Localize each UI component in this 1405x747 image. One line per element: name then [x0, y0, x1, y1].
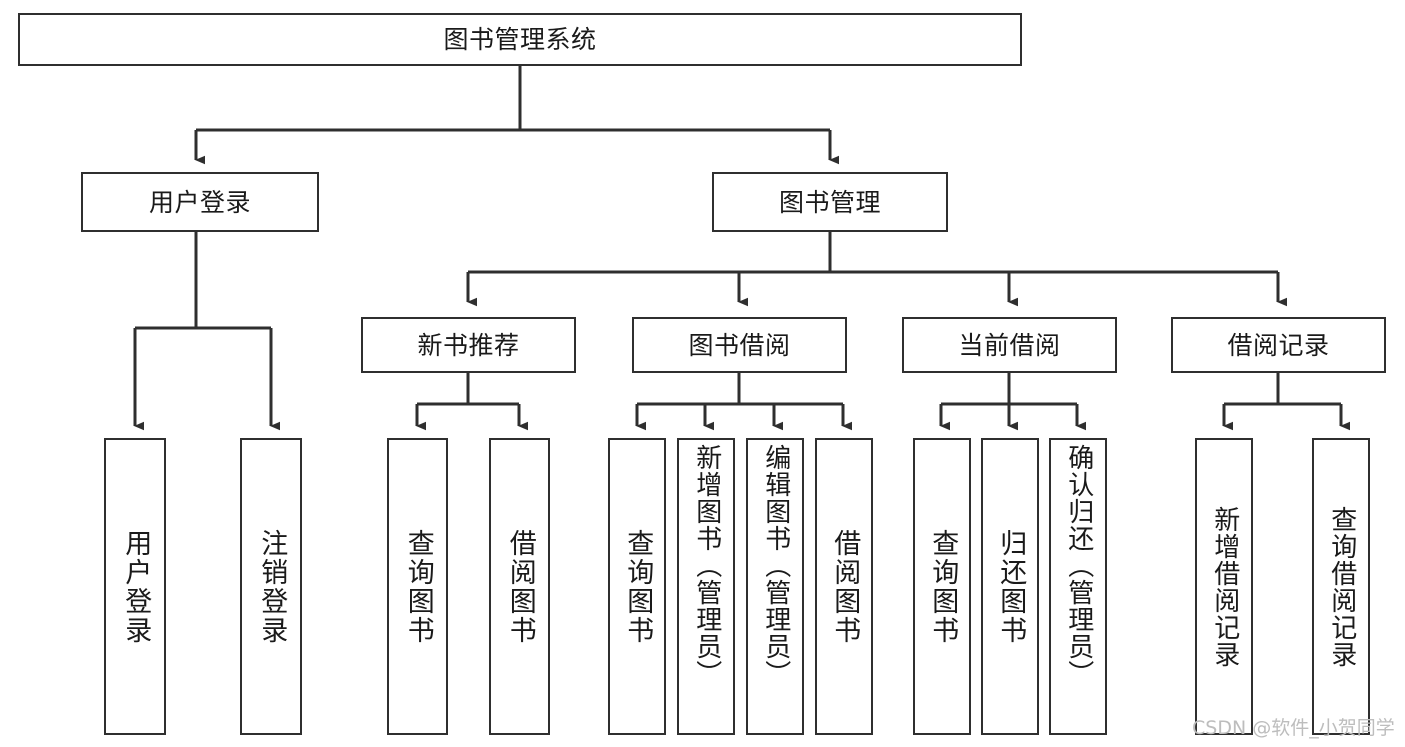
- node-current-borrow-label: 当前借阅: [958, 330, 1061, 360]
- node-leaf-user-login-label: 用户登录: [120, 528, 152, 645]
- node-book-management[interactable]: 图书管理: [712, 172, 948, 232]
- node-book-borrow-label: 图书借阅: [688, 330, 791, 360]
- node-leaf-bb-edit-book-label: 编辑图书（管理员）: [760, 444, 791, 687]
- node-book-management-label: 图书管理: [778, 187, 881, 217]
- node-leaf-bb-borrow-book[interactable]: 借阅图书: [815, 438, 873, 735]
- node-leaf-bb-query-book-label: 查询图书: [622, 528, 654, 645]
- node-leaf-bb-query-book[interactable]: 查询图书: [608, 438, 666, 735]
- node-leaf-cb-query-book-label: 查询图书: [927, 528, 959, 645]
- node-user-login-label: 用户登录: [148, 187, 251, 217]
- node-leaf-bb-add-book-label: 新增图书（管理员）: [691, 444, 722, 687]
- node-leaf-br-add-record[interactable]: 新增借阅记录: [1195, 438, 1253, 735]
- node-leaf-br-query-record[interactable]: 查询借阅记录: [1312, 438, 1370, 735]
- node-leaf-rec-query-book-label: 查询图书: [402, 528, 434, 645]
- node-leaf-cb-return-book-label: 归还图书: [995, 528, 1027, 645]
- node-borrow-record[interactable]: 借阅记录: [1171, 317, 1386, 373]
- node-leaf-user-login[interactable]: 用户登录: [104, 438, 166, 735]
- node-leaf-br-add-record-label: 新增借阅记录: [1209, 505, 1240, 668]
- node-leaf-rec-query-book[interactable]: 查询图书: [387, 438, 448, 735]
- csdn-watermark: CSDN @软件_小贺同学: [1192, 717, 1395, 739]
- node-book-borrow[interactable]: 图书借阅: [632, 317, 847, 373]
- node-borrow-record-label: 借阅记录: [1227, 330, 1330, 360]
- node-leaf-bb-edit-book[interactable]: 编辑图书（管理员）: [746, 438, 804, 735]
- node-root-system-label: 图书管理系统: [443, 25, 597, 54]
- node-current-borrow[interactable]: 当前借阅: [902, 317, 1117, 373]
- node-leaf-logout[interactable]: 注销登录: [240, 438, 302, 735]
- node-leaf-bb-borrow-book-label: 借阅图书: [829, 528, 861, 645]
- node-leaf-cb-return-book[interactable]: 归还图书: [981, 438, 1039, 735]
- node-leaf-rec-borrow-book-label: 借阅图书: [504, 528, 536, 645]
- node-user-login[interactable]: 用户登录: [81, 172, 319, 232]
- node-leaf-cb-confirm-return-label: 确认归还（管理员）: [1063, 444, 1094, 687]
- node-leaf-cb-query-book[interactable]: 查询图书: [913, 438, 971, 735]
- node-new-book-recommend-label: 新书推荐: [417, 330, 520, 360]
- node-root-system[interactable]: 图书管理系统: [18, 13, 1022, 66]
- node-leaf-cb-confirm-return[interactable]: 确认归还（管理员）: [1049, 438, 1107, 735]
- node-leaf-logout-label: 注销登录: [256, 528, 288, 645]
- node-leaf-bb-add-book[interactable]: 新增图书（管理员）: [677, 438, 735, 735]
- node-leaf-br-query-record-label: 查询借阅记录: [1326, 505, 1357, 668]
- node-new-book-recommend[interactable]: 新书推荐: [361, 317, 576, 373]
- node-leaf-rec-borrow-book[interactable]: 借阅图书: [489, 438, 550, 735]
